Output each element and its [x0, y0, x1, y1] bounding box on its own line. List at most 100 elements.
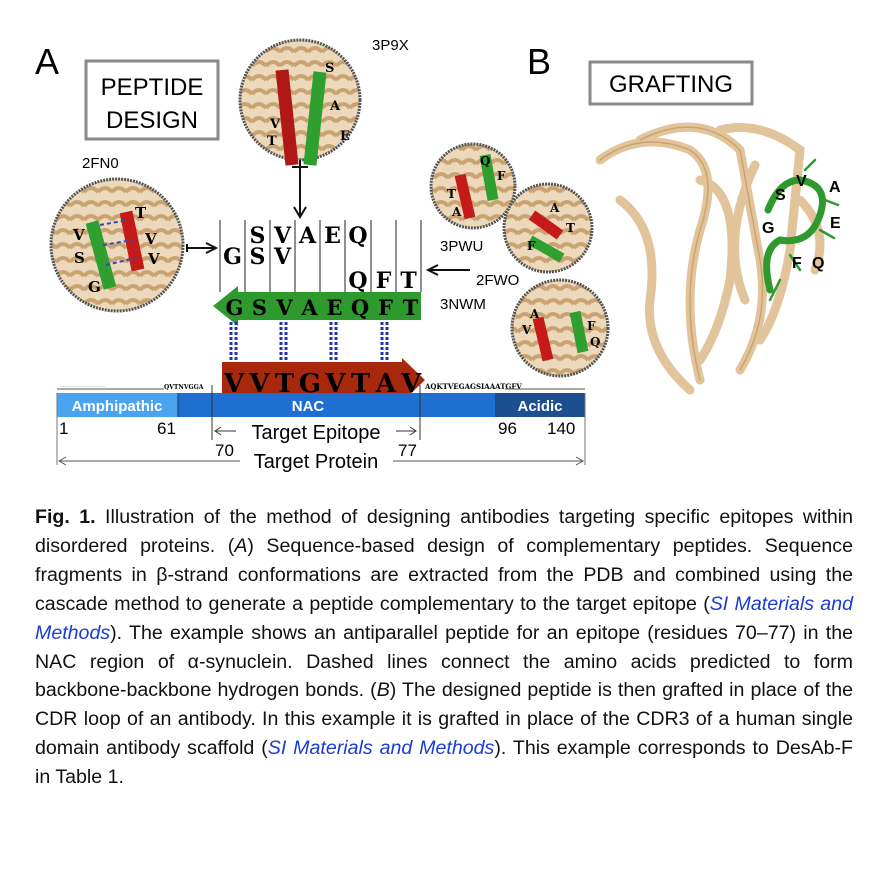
- svg-text:1: 1: [59, 419, 68, 438]
- fragment-residue: V: [273, 244, 292, 270]
- flank-left-label: QVTNVGGA: [164, 384, 204, 391]
- fragment-residue: A: [298, 223, 317, 249]
- svg-text:T: T: [135, 204, 147, 222]
- svg-text:E: E: [340, 129, 350, 144]
- pdb-label-3nwm: 3NWM: [440, 296, 486, 313]
- svg-text:A: A: [529, 307, 540, 321]
- svg-text:Amphipathic: Amphipathic: [72, 398, 163, 415]
- figure-1: A B PEPTIDE DESIGN GRAFTING V T S A E 3P…: [35, 37, 841, 473]
- peptide-residue: A: [300, 295, 318, 320]
- svg-text:G: G: [762, 220, 774, 237]
- svg-text:NAC: NAC: [292, 398, 325, 415]
- grafting-box: GRAFTING: [588, 60, 754, 106]
- si-methods-link[interactable]: SI Materials and Methods: [35, 592, 853, 644]
- pdb-label-2fn0: 2FN0: [82, 155, 119, 172]
- caption-label: Fig. 1.: [35, 506, 96, 528]
- peptide-residue: Q: [351, 295, 369, 320]
- svg-text:PEPTIDE: PEPTIDE: [101, 74, 204, 101]
- svg-text:S: S: [775, 187, 786, 204]
- domain-bar: Amphipathic NAC Acidic: [56, 385, 586, 465]
- panel-b-label: B: [527, 41, 551, 82]
- epitope-residue: T: [351, 369, 371, 399]
- peptide-residue: S: [252, 295, 267, 320]
- svg-text:T: T: [566, 221, 575, 235]
- target-protein-label: Target Protein: [254, 451, 379, 473]
- peptide-residue: T: [403, 295, 419, 320]
- fragment-residue: F: [376, 268, 392, 294]
- svg-text:Acidic: Acidic: [517, 398, 562, 415]
- fragment-residue: Q: [348, 268, 367, 294]
- epitope-residue: T: [275, 369, 295, 399]
- panel-a-label: A: [35, 41, 59, 82]
- structure-3p9x: V T S A E: [238, 38, 362, 166]
- arrow-left-icon: [425, 264, 470, 276]
- fragment-residue: S: [250, 244, 266, 270]
- structure-2fn0: V S G T V V: [49, 177, 185, 313]
- pdb-label-3p9x: 3P9X: [372, 37, 409, 54]
- svg-text:V: V: [72, 226, 85, 244]
- svg-text:Q: Q: [812, 255, 824, 272]
- figure-caption: Fig. 1. Illustration of the method of de…: [35, 506, 854, 789]
- svg-text:61: 61: [157, 419, 176, 438]
- structure-3pwu: QF TA: [429, 142, 517, 230]
- flank-left-sequence: ··································: [60, 384, 105, 389]
- svg-text:V: V: [144, 230, 157, 248]
- svg-text:A: A: [329, 99, 341, 114]
- fragment-residue: T: [400, 268, 417, 294]
- hydrogen-bonds: [229, 322, 389, 360]
- svg-text:DESIGN: DESIGN: [106, 107, 198, 134]
- arrow-down-icon: [292, 160, 308, 219]
- structure-3nwm: AV FQ: [510, 278, 610, 378]
- target-epitope-arrow: [222, 358, 425, 402]
- arrow-right-icon: [186, 242, 219, 254]
- svg-text:V: V: [796, 173, 807, 190]
- fragment-residue: E: [324, 223, 341, 249]
- svg-text:E: E: [830, 215, 841, 232]
- svg-text:S: S: [325, 61, 334, 76]
- target-epitope-label: Target Epitope: [252, 422, 381, 444]
- peptide-residue: E: [326, 295, 342, 320]
- structure-2fwo: AT F: [502, 182, 594, 274]
- pdb-label-2fwo: 2FWO: [476, 272, 519, 289]
- svg-text:70: 70: [215, 441, 234, 460]
- flank-right-label: AQKTVEGAGSIAAATGFV: [424, 382, 522, 391]
- peptide-residue: F: [378, 295, 393, 320]
- svg-text:S: S: [74, 249, 85, 267]
- epitope-residue: V: [400, 369, 422, 399]
- epitope-residue: A: [375, 369, 397, 399]
- svg-text:T: T: [267, 134, 277, 149]
- svg-text:140: 140: [547, 419, 575, 438]
- peptide-design-box: PEPTIDE DESIGN: [84, 59, 220, 141]
- svg-text:F: F: [497, 169, 506, 183]
- grafted-loop-labels: G S V A E F Q: [762, 173, 841, 272]
- svg-text:T: T: [447, 187, 456, 201]
- fragment-residue: Q: [348, 223, 367, 249]
- svg-text:96: 96: [498, 419, 517, 438]
- svg-text:V: V: [147, 250, 160, 268]
- svg-text:V: V: [521, 323, 532, 337]
- si-methods-link[interactable]: SI Materials and Methods: [267, 737, 495, 760]
- svg-text:F: F: [792, 255, 802, 272]
- fragment-residue: G: [223, 244, 242, 270]
- epitope-residue: V: [248, 369, 270, 399]
- svg-text:77: 77: [398, 441, 417, 460]
- peptide-residue: G: [226, 295, 244, 320]
- svg-text:A: A: [451, 205, 462, 219]
- svg-text:GRAFTING: GRAFTING: [609, 71, 733, 98]
- peptide-residue: V: [275, 295, 293, 320]
- svg-text:Q: Q: [590, 335, 600, 349]
- svg-text:Q: Q: [480, 154, 490, 168]
- svg-text:F: F: [587, 319, 596, 333]
- svg-text:V: V: [269, 117, 281, 132]
- pdb-label-3pwu: 3PWU: [440, 238, 483, 255]
- designed-peptide-arrow: [213, 286, 421, 326]
- antibody-scaffold-structure: [595, 122, 840, 395]
- epitope-residue: V: [223, 369, 245, 399]
- fragment-residue: S: [250, 223, 266, 249]
- svg-text:F: F: [527, 239, 536, 253]
- svg-text:A: A: [829, 179, 841, 196]
- position-labels: 1 61 70 77 96 140: [59, 419, 575, 460]
- epitope-residue: V: [324, 369, 346, 399]
- fragment-residue: V: [273, 223, 292, 249]
